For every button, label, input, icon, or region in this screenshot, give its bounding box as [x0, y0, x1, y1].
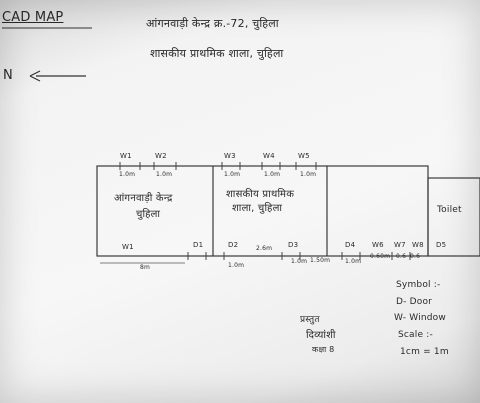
- label-d3: D3: [288, 241, 299, 249]
- label-d5: D5: [436, 241, 447, 249]
- dim-8m: 8m: [140, 264, 151, 271]
- header-line-2: शासकीय प्राथमिक शाला, चुहिला: [150, 47, 284, 60]
- label-d1: D1: [193, 241, 204, 249]
- dim-d4: 1.0m: [345, 258, 362, 265]
- signature-label: प्रस्तुत: [300, 315, 320, 325]
- label-w2: W2: [155, 152, 167, 160]
- label-w5: W5: [298, 152, 310, 160]
- signature-name: दिव्यांशी: [306, 330, 336, 341]
- label-d4: D4: [345, 241, 356, 249]
- room-1-label-line-2: चुहिला: [136, 209, 161, 220]
- dim-w7: 0.6: [396, 253, 407, 260]
- room-2-label-line-1: शासकीय प्राथमिक: [226, 189, 295, 200]
- header-line-1: आंगनवाड़ी केन्द्र क्र.-72, चुहिला: [146, 17, 279, 30]
- dim-w5: 1.0m: [300, 171, 317, 178]
- north-arrow-letter: N: [3, 68, 13, 83]
- dim-w6: 0.60m: [370, 253, 391, 260]
- legend-scale: 1cm = 1m: [400, 347, 449, 357]
- dim-w1: 1.0m: [119, 171, 136, 178]
- dim-d2: 1.0m: [228, 262, 245, 269]
- dim-150: 1.50m: [310, 257, 331, 264]
- label-w7: W7: [394, 241, 406, 249]
- toilet-label: Toilet: [437, 205, 462, 215]
- dim-w8: 0.6: [410, 253, 421, 260]
- dim-w3: 1.0m: [224, 171, 241, 178]
- legend-window: W- Window: [394, 313, 446, 323]
- legend-door: D- Door: [396, 297, 433, 307]
- label-d2: D2: [228, 241, 239, 249]
- label-bottom-w: W1: [122, 243, 134, 251]
- legend-title: Symbol :-: [396, 280, 441, 290]
- label-w8: W8: [412, 241, 424, 249]
- label-w6: W6: [372, 241, 384, 249]
- map-title: CAD MAP: [2, 10, 64, 25]
- label-w3: W3: [224, 152, 236, 160]
- label-w4: W4: [263, 152, 275, 160]
- legend-scale-title: Scale :-: [398, 330, 433, 340]
- toilet-outline: [427, 177, 480, 257]
- room-2-label-line-2: शाला, चुहिला: [232, 203, 283, 214]
- signature-class: कक्षा 8: [312, 345, 335, 354]
- room-1-label-line-1: आंगनवाड़ी केन्द्र: [114, 193, 173, 204]
- dim-w2: 1.0m: [156, 171, 173, 178]
- north-arrow-head: [29, 70, 41, 82]
- label-w1: W1: [120, 152, 132, 160]
- dim-w4: 1.0m: [264, 171, 281, 178]
- dim-d3: 1.0m: [291, 258, 308, 265]
- dim-2m: 2.6m: [256, 245, 273, 252]
